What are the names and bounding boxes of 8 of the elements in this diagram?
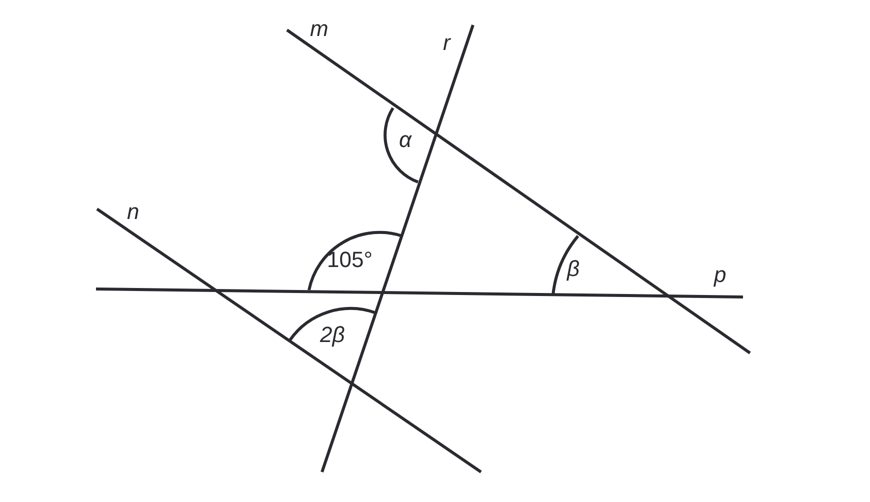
angle-label: n <box>127 201 140 223</box>
angle-label: p <box>714 264 726 286</box>
angle-label: α <box>399 129 412 151</box>
angle-label: m <box>310 18 328 40</box>
angle-label: β <box>567 258 580 280</box>
angle-label: r <box>443 32 450 54</box>
angle-label: 2β <box>320 324 345 346</box>
angle-label: 105° <box>327 249 373 271</box>
